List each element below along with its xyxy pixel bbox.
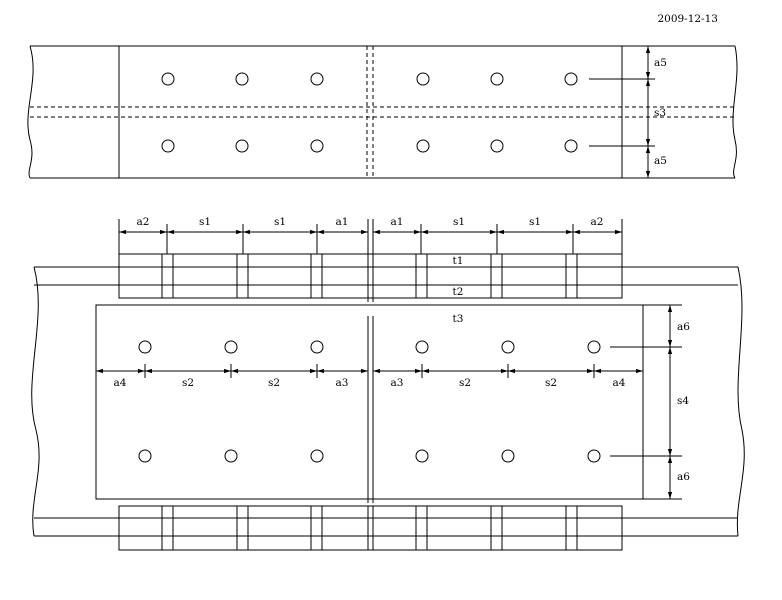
bolt-hole xyxy=(310,72,324,86)
dim-label: a1 xyxy=(391,216,404,228)
dim-label: a3 xyxy=(391,377,404,389)
bolt-hole xyxy=(564,139,578,153)
bolt-hole xyxy=(235,139,249,153)
bolt-hole xyxy=(138,340,152,354)
bottom-view: a2 s1 s1 a1 a1 s1 s1 a2 xyxy=(31,216,745,551)
dim-label: s1 xyxy=(199,216,211,228)
bolt-hole xyxy=(415,340,429,354)
bolt-hole xyxy=(310,449,324,463)
bolt-hole xyxy=(564,72,578,86)
bolt-hole xyxy=(310,139,324,153)
plate-label-t1: t1 xyxy=(453,255,464,267)
bolt-hole xyxy=(235,72,249,86)
dim-label: s2 xyxy=(459,377,471,389)
bottom-left-break-line xyxy=(31,266,40,537)
upper-flange-plates: t1 t2 xyxy=(118,253,623,299)
bottom-right-break-line xyxy=(736,266,745,537)
dim-label: s1 xyxy=(274,216,286,228)
bolt-hole xyxy=(501,449,515,463)
dim-label: s2 xyxy=(268,377,280,389)
right-dimension-chain: a6 s4 a6 xyxy=(610,304,690,500)
dim-a6-bottom: a6 xyxy=(677,471,690,483)
bolt-hole xyxy=(490,72,504,86)
top-right-break-line xyxy=(732,45,738,179)
lower-flange-plates xyxy=(118,505,623,551)
dim-label: a2 xyxy=(591,216,604,228)
bolt-hole xyxy=(587,340,601,354)
web-bolt-holes xyxy=(138,340,601,463)
web-splice-plate: t3 xyxy=(95,304,644,500)
bolt-hole xyxy=(224,449,238,463)
dim-a5-top: a5 xyxy=(654,57,667,69)
date-label: 2009-12-13 xyxy=(657,13,718,25)
bolt-hole xyxy=(415,449,429,463)
bolt-hole xyxy=(161,139,175,153)
top-right-dimension: a5 s3 a5 xyxy=(645,46,667,178)
dim-label: a1 xyxy=(336,216,349,228)
plate-label-t2: t2 xyxy=(453,286,464,298)
mid-dimension-chain: a4 s2 s2 a3 a3 s2 s2 a4 xyxy=(96,364,643,389)
bolt-hole xyxy=(416,72,430,86)
dim-a5-bottom: a5 xyxy=(654,155,667,167)
dim-a6-top: a6 xyxy=(677,321,690,333)
dim-s3: s3 xyxy=(654,107,666,119)
bolt-hole xyxy=(224,340,238,354)
plate-label-t3: t3 xyxy=(453,313,464,325)
bolt-hole xyxy=(310,340,324,354)
dim-s4: s4 xyxy=(677,395,689,407)
dim-label: a4 xyxy=(114,377,127,389)
top-left-break-line xyxy=(27,45,34,179)
bolt-hole xyxy=(490,139,504,153)
dim-label: s2 xyxy=(182,377,194,389)
top-dimension-chain: a2 s1 s1 a1 a1 s1 s1 a2 xyxy=(118,216,623,254)
top-bolt-holes xyxy=(161,72,578,153)
bolt-hole xyxy=(161,72,175,86)
bolt-hole xyxy=(416,139,430,153)
dim-label: s2 xyxy=(545,377,557,389)
bolt-hole xyxy=(501,340,515,354)
dim-label: s1 xyxy=(529,216,541,228)
dim-label: a3 xyxy=(336,377,349,389)
dim-label: s1 xyxy=(453,216,465,228)
bolt-hole xyxy=(587,449,601,463)
dim-label: a2 xyxy=(137,216,150,228)
dim-label: a4 xyxy=(613,377,626,389)
top-view: a5 s3 a5 xyxy=(27,45,738,179)
bolt-hole xyxy=(138,449,152,463)
